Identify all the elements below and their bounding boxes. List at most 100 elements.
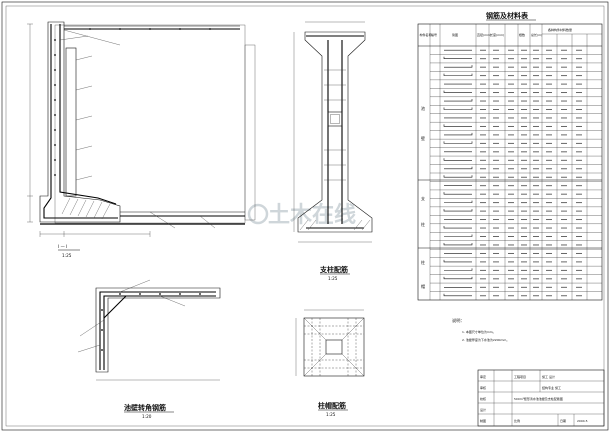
wall-rebar-outer — [43, 24, 118, 219]
cap-grid — [304, 318, 364, 376]
dimension-lines — [27, 23, 151, 237]
pool-outline — [54, 24, 246, 224]
rebar-sketch — [443, 175, 473, 178]
corner-wall-outline — [95, 287, 221, 373]
corner-rebar-outer — [99, 291, 216, 370]
column-rebar-scale: 1:25 — [328, 276, 338, 281]
column-cross-section — [327, 111, 343, 127]
rebar-sketch — [443, 242, 473, 246]
column-stirrups — [324, 69, 346, 181]
table-rows — [430, 49, 602, 297]
rebar-sketch — [444, 65, 473, 68]
column-top-cap — [297, 31, 373, 233]
cap-column — [325, 339, 343, 355]
tb-date-label: 日期 — [560, 418, 566, 423]
wall-rebar-cage — [65, 47, 77, 197]
sheet-inner-border — [5, 5, 605, 427]
watermark: 土木在线 — [268, 202, 356, 228]
rebar-sketch — [443, 158, 472, 161]
rebar-sketch — [443, 90, 472, 93]
corner-rebar-view: 池壁转角钢筋 1:20 — [77, 279, 221, 419]
table-group-label-5: 柱 — [421, 259, 425, 265]
rebar-sketch — [444, 99, 473, 102]
cap-diagonals — [303, 317, 365, 377]
section-1-view: I — I 1:25 — [27, 21, 256, 258]
tb-date-value: 2004.5 — [577, 419, 588, 423]
table-header-member: 构件名称 — [420, 32, 432, 37]
table-header-total: 总长(m) — [531, 32, 542, 37]
tb-project: 工程项目 — [514, 374, 526, 379]
column-cap-rebar — [306, 35, 364, 229]
column-base-hatch — [299, 219, 371, 231]
rebar-sketch — [444, 234, 473, 237]
notes-block: 说明： 1. 本图尺寸单位为mm。 2. 池壁厚度为下水池为2200mm。 — [452, 317, 509, 342]
table-group-label-4: 柱 — [421, 221, 425, 227]
rebar-sketch — [443, 293, 472, 297]
rebar-sketch — [444, 166, 473, 170]
table-header-count: 根数 — [519, 32, 525, 37]
notes-line-2: 2. 池壁厚度为下水池为2200mm。 — [462, 337, 509, 342]
table-group-label-6: 帽 — [421, 283, 425, 289]
rebar-sketch — [444, 132, 473, 136]
tb-review: 审核 — [480, 385, 486, 390]
rebar-sketch — [443, 226, 472, 229]
section-1-scale: 1:25 — [62, 253, 72, 258]
leader-lines — [59, 29, 216, 229]
column-rebar-title: 支柱配筋 — [319, 265, 348, 274]
table-header-sketch: 简图 — [452, 32, 458, 37]
tb-sheet-type: 结构专业 施工 — [542, 385, 561, 390]
tb-approve: 审定 — [480, 374, 486, 379]
column-cross-section-inner — [330, 114, 340, 124]
table-group-label-3: 支 — [421, 195, 425, 201]
rebar-sketch — [443, 141, 473, 144]
corner-rebar-dots — [101, 293, 201, 351]
column-rebar-view: 支柱配筋 1:25 — [293, 21, 373, 281]
table-group-label-2: 壁 — [421, 135, 425, 141]
table-header-length: 长度(mm) — [490, 32, 504, 37]
rebar-sketch — [443, 209, 473, 212]
material-table: 钢筋及材料表 构件名称 编号 简图 直径(mm) 长度(mm) 根数 — [417, 11, 603, 301]
tb-design: 设计 — [480, 407, 486, 412]
interior-outline — [244, 44, 256, 221]
corner-rebar-scale: 1:20 — [142, 414, 152, 419]
notes-heading: 说明： — [452, 317, 465, 324]
wall-left-section — [39, 21, 121, 223]
haunch-hatch — [61, 197, 111, 220]
rebar-sketch — [443, 276, 473, 280]
tb-check: 校核 — [480, 396, 486, 401]
tb-stage: 施工 设计 — [542, 374, 555, 379]
watermark-logo — [247, 203, 269, 225]
rebar-sketch — [443, 124, 472, 127]
title-block: 审定 审核 校核 设计 制图 施工 设计 结构专业 施工 工程项目 500m³矩… — [477, 369, 605, 427]
tb-scale-label: 比例 — [514, 418, 520, 423]
rebar-sketch — [443, 56, 472, 59]
rebar-sketch — [443, 107, 473, 110]
section-1-title: I — I — [58, 244, 67, 249]
rebar-sketch — [444, 268, 473, 271]
column-cap-title: 柱帽配筋 — [318, 401, 346, 410]
column-cap-view: 柱帽配筋 1:25 — [295, 309, 365, 417]
tb-drawing-name: 500m³矩形清水池池壁及支柱配筋图 — [514, 396, 563, 401]
corner-rebar-inner — [103, 295, 216, 370]
table-header-group: 各种构件材料数量 — [548, 27, 572, 32]
corner-haunch-bar — [103, 295, 127, 319]
tb-draw: 制图 — [480, 418, 486, 423]
table-header-dia: 直径(mm) — [477, 32, 491, 37]
table-title: 钢筋及材料表 — [486, 11, 529, 20]
table-frame — [417, 23, 603, 301]
column-cap-scale: 1:25 — [326, 412, 336, 417]
rebar-sketch — [443, 192, 472, 195]
wall-rebar-inner — [59, 24, 117, 205]
wall-rebar-dots — [54, 28, 211, 176]
corner-leaders — [77, 279, 186, 353]
table-header-no: 编号 — [431, 32, 437, 37]
table-group-label-1: 池 — [421, 105, 425, 111]
table-col-lines — [429, 24, 588, 300]
corner-rebar-title: 池壁转角钢筋 — [124, 403, 166, 412]
notes-line-1: 1. 本图尺寸单位为mm。 — [462, 329, 496, 334]
title-block-frame — [477, 369, 605, 427]
rebar-sketch — [443, 73, 473, 76]
rebar-sketch — [444, 200, 473, 203]
